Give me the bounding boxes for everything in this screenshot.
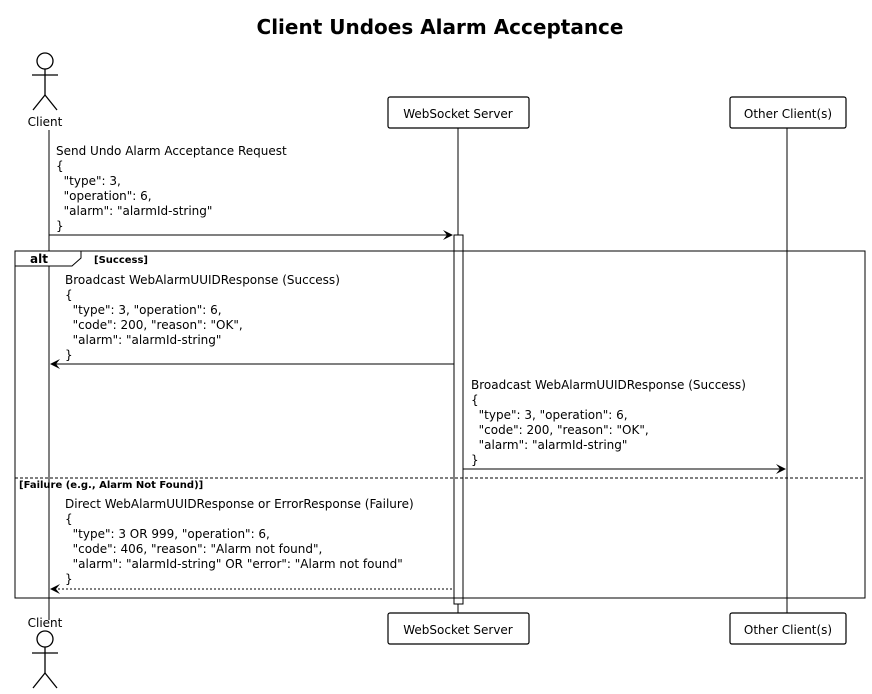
request-line: } [56,219,64,233]
broadcast-others-line: "code": 200, "reason": "OK", [471,423,649,437]
others-label-top: Other Client(s) [744,107,832,121]
success-guard: [Success] [94,255,148,266]
server-label-bottom: WebSocket Server [403,623,513,637]
client-label-bottom: Client [28,616,63,630]
broadcast-client-line: "type": 3, "operation": 6, [65,303,222,317]
broadcast-client-line: "alarm": "alarmId-string" [65,333,221,347]
client-actor-top [32,52,58,111]
server-activation-bar [453,234,464,605]
request-line: { [56,159,64,173]
broadcast-client-line: Broadcast WebAlarmUUIDResponse (Success) [65,273,340,287]
broadcast-client-line: } [65,348,73,362]
failure-guard: [Failure (e.g., Alarm Not Found)] [19,480,203,491]
request-line: Send Undo Alarm Acceptance Request [56,144,287,158]
broadcast-client-text: Broadcast WebAlarmUUIDResponse (Success)… [65,273,340,362]
failure-reply-text: Direct WebAlarmUUIDResponse or ErrorResp… [65,497,414,586]
broadcast-others-line: "alarm": "alarmId-string" [471,438,627,452]
request-line: "alarm": "alarmId-string" [56,204,212,218]
server-participant-bottom: WebSocket Server [387,612,530,645]
failure-reply-line: { [65,512,73,526]
others-participant-bottom: Other Client(s) [729,612,847,645]
request-message-text: Send Undo Alarm Acceptance Request { "ty… [56,144,287,233]
broadcast-others-line: { [471,393,479,407]
request-line: "operation": 6, [56,189,152,203]
server-participant-top: WebSocket Server [387,96,530,129]
failure-reply-line: "code": 406, "reason": "Alarm not found"… [65,542,322,556]
broadcast-others-line: "type": 3, "operation": 6, [471,408,628,422]
failure-reply-line: Direct WebAlarmUUIDResponse or ErrorResp… [65,497,414,511]
broadcast-others-line: } [471,453,479,467]
broadcast-others-line: Broadcast WebAlarmUUIDResponse (Success) [471,378,746,392]
alt-fragment [14,250,866,599]
client-actor-bottom [32,630,58,689]
request-line: "type": 3, [56,174,121,188]
others-label-bottom: Other Client(s) [744,623,832,637]
server-label-top: WebSocket Server [403,107,513,121]
alt-fragment-tab [14,250,82,267]
broadcast-client-line: { [65,288,73,302]
diagram-title: Client Undoes Alarm Acceptance [257,15,624,39]
failure-reply-line: "type": 3 OR 999, "operation": 6, [65,527,270,541]
broadcast-others-text: Broadcast WebAlarmUUIDResponse (Success)… [471,378,746,467]
alt-keyword: alt [30,252,48,266]
broadcast-client-line: "code": 200, "reason": "OK", [65,318,243,332]
others-participant-top: Other Client(s) [729,96,847,129]
failure-reply-line: "alarm": "alarmId-string" OR "error": "A… [65,557,403,571]
client-label-top: Client [28,115,63,129]
failure-reply-line: } [65,572,73,586]
